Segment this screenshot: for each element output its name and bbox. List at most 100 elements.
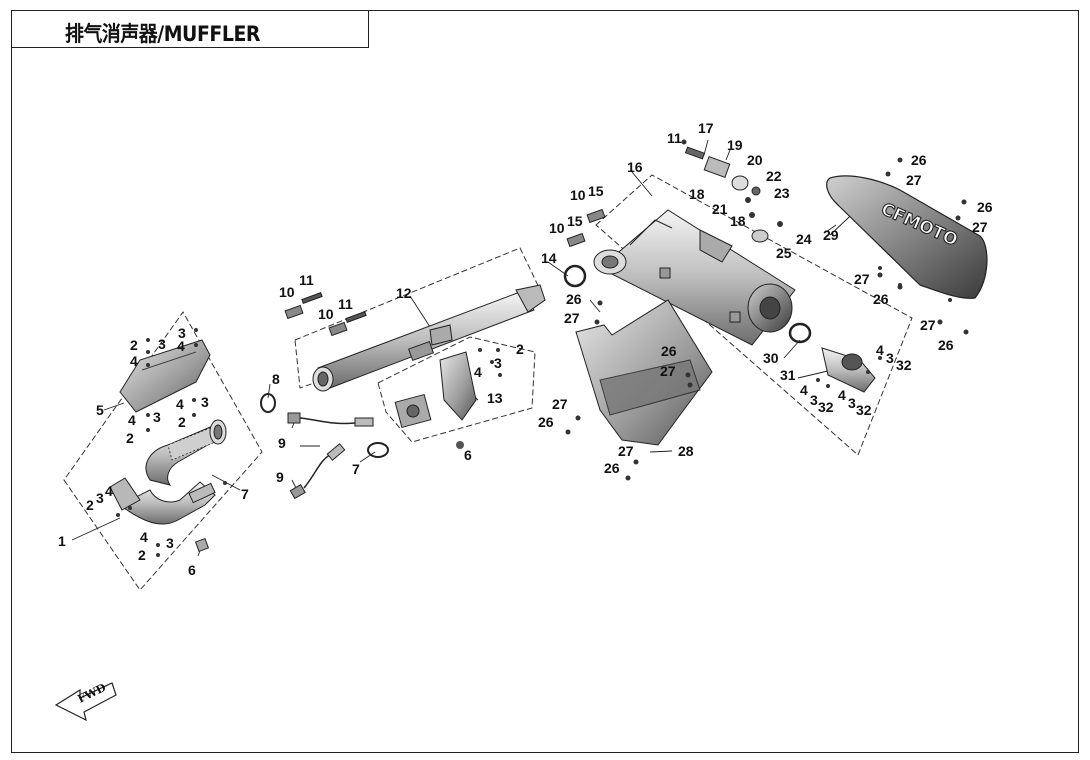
callout-c4c: 4 (130, 353, 138, 369)
callout-c26h: 26 (604, 460, 620, 476)
callout-c26c: 26 (977, 199, 993, 215)
heat-shield-group-outline (377, 336, 536, 443)
callout-c26f: 26 (661, 343, 677, 359)
callout-c27a: 27 (564, 310, 580, 326)
callout-c16: 16 (627, 159, 643, 175)
callout-c2d: 2 (178, 414, 186, 430)
callout-c9b: 9 (276, 469, 284, 485)
gasket-8 (260, 393, 276, 413)
callout-c1: 1 (58, 533, 66, 549)
forward-direction-arrow[interactable]: FWD (54, 681, 117, 722)
callout-c7b: 7 (352, 461, 360, 477)
tail-pipe (816, 347, 882, 393)
callout-c25: 25 (776, 245, 792, 261)
callout-c17: 17 (698, 120, 714, 136)
callout-c4a: 4 (105, 483, 113, 499)
callout-c22: 22 (766, 168, 782, 184)
callout-c11a: 11 (299, 272, 314, 288)
callout-c14: 14 (541, 250, 557, 266)
callout-c26a: 26 (566, 291, 582, 307)
callout-c9a: 9 (278, 435, 286, 451)
callout-c4g: 4 (474, 364, 482, 380)
callout-c26d: 26 (873, 291, 889, 307)
callout-c27d: 27 (854, 271, 870, 287)
callout-c3j: 3 (848, 395, 856, 411)
callout-c15a: 15 (588, 183, 604, 199)
muffler-group-outline (595, 174, 913, 456)
callout-c13: 13 (487, 390, 503, 406)
callout-c27h: 27 (618, 443, 634, 459)
callout-c32a: 32 (896, 357, 912, 373)
callout-c3e: 3 (201, 394, 209, 410)
callout-c3f: 3 (153, 409, 161, 425)
callout-c2f: 2 (516, 341, 524, 357)
callout-c21: 21 (712, 201, 728, 217)
muffler-body (593, 209, 796, 346)
header-pipe-group-outline (63, 311, 263, 591)
callout-c10a: 10 (279, 284, 295, 300)
callout-c4i: 4 (800, 382, 808, 398)
callout-c3d: 3 (178, 325, 186, 341)
callout-c4b: 4 (140, 529, 148, 545)
callout-c24: 24 (796, 231, 812, 247)
callout-c4d: 4 (177, 338, 185, 354)
callout-c18a: 18 (689, 186, 705, 202)
callout-c4j: 4 (838, 387, 846, 403)
header-fasteners (116, 328, 227, 557)
callout-c12: 12 (396, 285, 412, 301)
callout-c27g: 27 (660, 363, 676, 379)
callout-c19: 19 (727, 137, 743, 153)
callout-c6b: 6 (464, 447, 472, 463)
callout-c3c: 3 (158, 336, 166, 352)
callout-c3g: 3 (494, 355, 502, 371)
callout-c27e: 27 (920, 317, 936, 333)
callout-c10d: 10 (549, 220, 565, 236)
callout-c10c: 10 (570, 187, 586, 203)
callout-c31: 31 (780, 367, 796, 383)
callout-c27c: 27 (972, 219, 988, 235)
callout-c27b: 27 (906, 172, 922, 188)
callout-c27f: 27 (552, 396, 568, 412)
callout-c3a: 3 (96, 490, 104, 506)
callout-c30: 30 (763, 350, 779, 366)
callout-c23: 23 (774, 185, 790, 201)
callout-c11b: 11 (338, 296, 353, 312)
callout-c2b: 2 (138, 547, 146, 563)
callout-c10b: 10 (318, 306, 334, 322)
callout-c3b: 3 (166, 535, 174, 551)
callout-c4e: 4 (176, 396, 184, 412)
muffler-cover: CFMOTO (826, 175, 988, 302)
callout-c8: 8 (272, 371, 280, 387)
callout-c26e: 26 (938, 337, 954, 353)
callout-c18b: 18 (730, 213, 746, 229)
header-pipe (109, 419, 227, 553)
oxygen-sensors (287, 412, 374, 500)
gasket-30 (788, 322, 812, 344)
gasket-14 (563, 264, 587, 288)
drawing-frame (11, 10, 1079, 753)
callout-c15b: 15 (567, 213, 583, 229)
mid-pipe (312, 284, 546, 392)
studs-and-nuts (284, 208, 606, 337)
title-block: 排气消声器/MUFFLER (11, 10, 369, 48)
callout-c26g: 26 (538, 414, 554, 430)
callout-c3h: 3 (886, 350, 894, 366)
callout-c32c: 32 (856, 402, 872, 418)
screw-points (565, 139, 969, 481)
callout-c2e: 2 (126, 430, 134, 446)
callout-c28: 28 (678, 443, 694, 459)
muffler-heat-shield (575, 299, 713, 446)
callout-c2c: 2 (130, 337, 138, 353)
callout-c3i: 3 (810, 392, 818, 408)
mount-bracket-hardware (684, 146, 783, 243)
callout-c32b: 32 (818, 399, 834, 415)
callout-c11c: 11 (667, 130, 682, 146)
callout-c7a: 7 (241, 486, 249, 502)
callout-c29: 29 (823, 227, 839, 243)
callout-c4f: 4 (128, 412, 136, 428)
page-title: 排气消声器/MUFFLER (65, 22, 261, 46)
callout-c5: 5 (96, 402, 104, 418)
header-heat-shield (119, 339, 211, 413)
